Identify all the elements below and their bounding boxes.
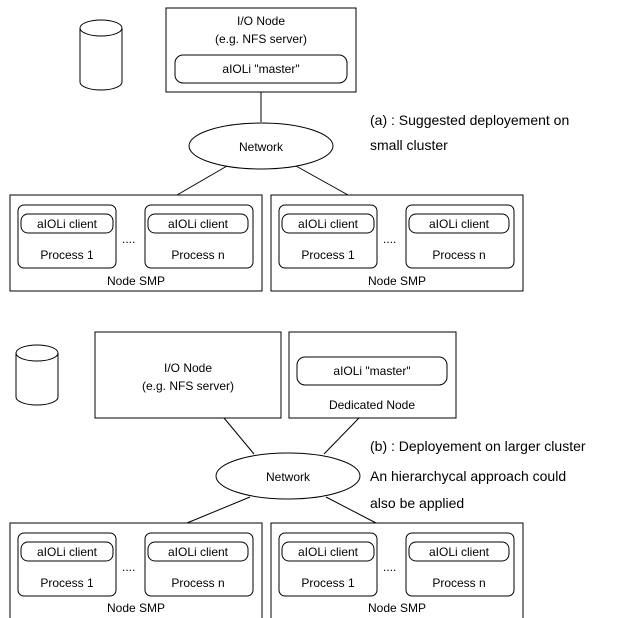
dots-label: .... (383, 560, 396, 574)
client-label: aIOLi client (37, 217, 98, 231)
client-label: aIOLi client (298, 545, 359, 559)
network-ellipse (188, 122, 334, 170)
caption-line-2: An hierarchycal approach could (370, 468, 566, 484)
network-smp-link-right (325, 496, 377, 524)
dots-label: .... (122, 232, 135, 246)
master-box (174, 54, 348, 84)
io-node-title: I/O Node (164, 361, 212, 375)
dots-label: .... (383, 232, 396, 246)
network-smp-link-left (186, 496, 251, 524)
disk-cylinder-icon (79, 19, 123, 91)
io-node-subtitle: (e.g. NFS server) (215, 32, 307, 46)
process-label: Process 1 (40, 576, 94, 590)
client-box (147, 541, 249, 562)
io-node-subtitle: (e.g. NFS server) (142, 379, 234, 393)
dedicated-network-link (323, 417, 360, 455)
network-label: Network (266, 470, 311, 484)
network-smp-link-right (295, 165, 349, 196)
process-label: Process 1 (301, 248, 355, 262)
client-box (20, 541, 114, 562)
node-smp-label: Node SMP (107, 274, 165, 288)
node-smp-label: Node SMP (368, 601, 426, 615)
disk-cylinder-icon (15, 344, 59, 406)
master-label: aIOLi "master" (333, 364, 410, 378)
client-box (408, 213, 510, 234)
io-node-box (94, 331, 282, 419)
client-box (281, 213, 375, 234)
network-label: Network (239, 140, 284, 154)
node-smp-label: Node SMP (368, 274, 426, 288)
dedicated-node-label: Dedicated Node (329, 398, 415, 412)
process-label: Process n (432, 248, 485, 262)
master-box (296, 356, 448, 386)
caption-line-3: also be applied (370, 495, 464, 511)
network-ellipse (215, 452, 361, 500)
smp-node: aIOLi client Process 1 .... aIOLi client… (9, 522, 263, 618)
node-smp-label: Node SMP (107, 601, 165, 615)
client-label: aIOLi client (429, 217, 490, 231)
client-label: aIOLi client (37, 545, 98, 559)
client-box (408, 541, 510, 562)
process-label: Process 1 (40, 248, 94, 262)
client-box (20, 213, 114, 234)
smp-node: aIOLi client Process 1 .... aIOLi client… (9, 194, 263, 292)
diagram-b: I/O Node (e.g. NFS server) aIOLi "master… (9, 331, 586, 618)
process-label: Process 1 (301, 576, 355, 590)
client-label: aIOLi client (168, 217, 229, 231)
network-smp-link-left (176, 165, 228, 196)
client-box (281, 541, 375, 562)
io-network-link (223, 417, 255, 455)
smp-node: aIOLi client Process 1 .... aIOLi client… (270, 522, 524, 618)
caption-line-2: small cluster (370, 137, 448, 153)
dots-label: .... (122, 560, 135, 574)
process-label: Process n (432, 576, 485, 590)
client-box (147, 213, 249, 234)
client-label: aIOLi client (429, 545, 490, 559)
master-label: aIOLi "master" (222, 62, 299, 76)
client-label: aIOLi client (168, 545, 229, 559)
diagram-a: I/O Node (e.g. NFS server) aIOLi "master… (9, 7, 569, 292)
client-label: aIOLi client (298, 217, 359, 231)
caption-line-1: (b) : Deployement on larger cluster (370, 438, 586, 454)
process-label: Process n (171, 576, 224, 590)
io-node-title: I/O Node (237, 14, 285, 28)
process-label: Process n (171, 248, 224, 262)
caption-line-1: (a) : Suggested deployement on (370, 112, 569, 128)
smp-node: aIOLi client Process 1 .... aIOLi client… (270, 194, 524, 292)
